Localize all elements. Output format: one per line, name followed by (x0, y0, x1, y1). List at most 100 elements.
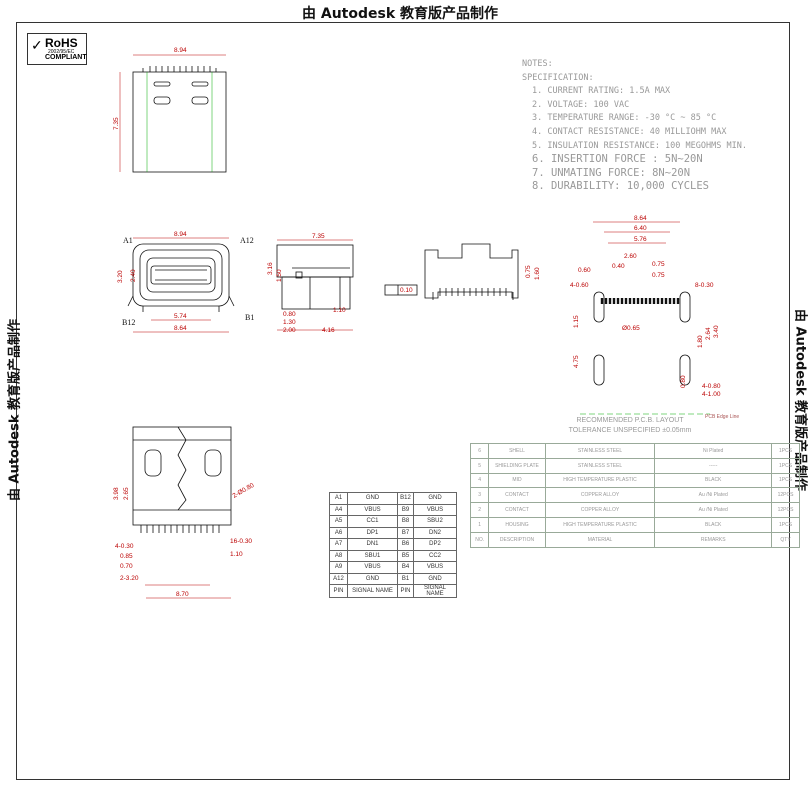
dim-top-width: 8.94 (174, 47, 187, 54)
pin-table-cell: B4 (397, 561, 414, 574)
bom-table-cell: SHIELDING PLATE (488, 457, 546, 474)
pcb-edge-label: PCB Edge Line (705, 414, 740, 420)
dim-side-d4: 4.16 (322, 327, 335, 334)
pin-table-cell: A9 (329, 561, 348, 574)
dim-front-height-right: 2.40 (130, 269, 137, 282)
pin-label-b1: B1 (245, 313, 254, 322)
pin-table-cell: GND (347, 572, 398, 585)
dim-pcb-w4: 2.60 (624, 253, 637, 260)
bom-table-cell: MATERIAL (544, 531, 656, 548)
side-view (276, 244, 354, 310)
pin-table-cell: PIN (397, 584, 414, 598)
bom-table-cell: DESCRIPTION (488, 531, 546, 548)
dim-pcb-v4: 0.80 (680, 375, 687, 388)
bom-table-cell: HOUSING (488, 516, 546, 533)
dim-pcb-w1: 8.64 (634, 215, 647, 222)
bom-table-cell: MID (488, 472, 546, 489)
bom-table-cell: CONTACT (488, 502, 546, 518)
pin-table-cell: A4 (329, 503, 348, 516)
dim-bottom-d1: 0.85 (120, 553, 133, 560)
bom-table-cell: STAINLESS STEEL (544, 457, 656, 474)
dim-pcb-side1: 1.15 (573, 315, 580, 328)
dim-bottom-width: 8.70 (176, 591, 189, 598)
dim-side-length: 7.35 (312, 233, 325, 240)
pcb-note-line1: RECOMMENDED P.C.B. LAYOUT (576, 417, 684, 424)
dim-bottom-d2: 0.70 (120, 563, 133, 570)
pin-table-cell: CC1 (347, 515, 398, 528)
pin-table-cell: VBUS (413, 561, 457, 574)
dim-rear-flat: 0.10 (400, 287, 413, 294)
bom-table-cell: COPPER ALLOY (544, 487, 656, 504)
dim-front-inner-width: 5.74 (174, 313, 187, 320)
bom-table-cell: 1PCS (771, 472, 800, 489)
front-view (127, 243, 235, 312)
notes-heading: NOTES: (522, 59, 553, 69)
dim-side-d1: 0.80 (283, 311, 296, 318)
dim-pcb-side2: 4.75 (573, 355, 580, 368)
rohs-status: COMPLIANT (45, 54, 87, 61)
dim-pcb-w7: 0.75 (652, 272, 665, 279)
bom-table-cell: Au /Ni Plated (654, 502, 773, 518)
bom-table-cell: ----- (654, 457, 773, 474)
dim-pcb-w6: 0.75 (652, 261, 665, 268)
pin-table-cell: GND (347, 492, 398, 505)
rohs-logo: ✓ RoHS 2002/95/EC COMPLIANT (27, 33, 87, 65)
dim-pcb-w5: 0.40 (612, 263, 625, 270)
watermark-top: 由 Autodesk 教育版产品制作 (301, 6, 499, 22)
bom-table-cell: SHELL (488, 443, 546, 459)
pin-table-cell: B6 (397, 538, 414, 551)
pcb-note-line2: TOLERANCE UNSPECIFIED ±0.05mm (568, 427, 692, 434)
pin-table-cell: A12 (329, 572, 348, 585)
dim-pcb-hole: Ø0.65 (622, 325, 640, 332)
dim-side-h2: 1.50 (276, 269, 283, 282)
pin-table-cell: GND (413, 492, 457, 505)
pin-table-cell: VBUS (347, 561, 398, 574)
rohs-check-icon: ✓ (31, 37, 43, 53)
rear-view (384, 243, 519, 300)
bom-table-cell: CONTACT (488, 487, 546, 504)
pin-table-cell: A6 (329, 526, 348, 539)
bom-table-cell: STAINLESS STEEL (544, 443, 656, 459)
pin-table-cell: A8 (329, 549, 348, 562)
pin-table-cell: PIN (329, 584, 348, 598)
pin-table-cell: GND (413, 572, 457, 585)
dim-pcb-v2: 2.64 (705, 327, 712, 340)
dim-bottom-right2: 1.10 (230, 551, 243, 558)
pin-table-cell: CC2 (413, 549, 457, 562)
dim-side-d5: 1.10 (333, 307, 346, 314)
dim-rear-h1: 0.75 (525, 265, 532, 278)
pin-table-cell: DP1 (347, 526, 398, 539)
note-item: 1. CURRENT RATING: 1.5A MAX (532, 86, 671, 97)
note-item: 2. VOLTAGE: 100 VAC (532, 99, 630, 110)
dim-pcb-w2: 6.40 (634, 225, 647, 232)
bom-table-cell: 12PCS (771, 487, 800, 504)
pin-table-cell: A5 (329, 515, 348, 528)
dim-rear-h2: 1.60 (534, 267, 541, 280)
pin-table-cell: DN2 (413, 526, 457, 539)
bom-table-cell: BLACK (654, 472, 773, 489)
bom-table-cell: 1PCS (771, 457, 800, 474)
bom-table-cell: 3 (469, 487, 490, 504)
bottom-view (132, 426, 232, 533)
pin-table-cell: SBU1 (347, 549, 398, 562)
dim-bottom-hole: 2-Ø0.80 (232, 482, 256, 500)
pin-label-a12: A12 (240, 236, 254, 245)
dim-bottom-height2: 2.65 (123, 487, 130, 500)
bom-table-cell: 12PCS (771, 502, 800, 518)
dim-pcb-right1: 8-0.30 (695, 282, 714, 289)
bom-table-cell: HIGH TEMPERATURE PLASTIC (544, 516, 656, 533)
bom-table-cell: 5 (469, 457, 490, 474)
dim-front-top-width: 8.94 (174, 231, 187, 238)
note-item: 6. INSERTION FORCE : 5N~20N (532, 153, 703, 166)
pin-table-cell: DN1 (347, 538, 398, 551)
